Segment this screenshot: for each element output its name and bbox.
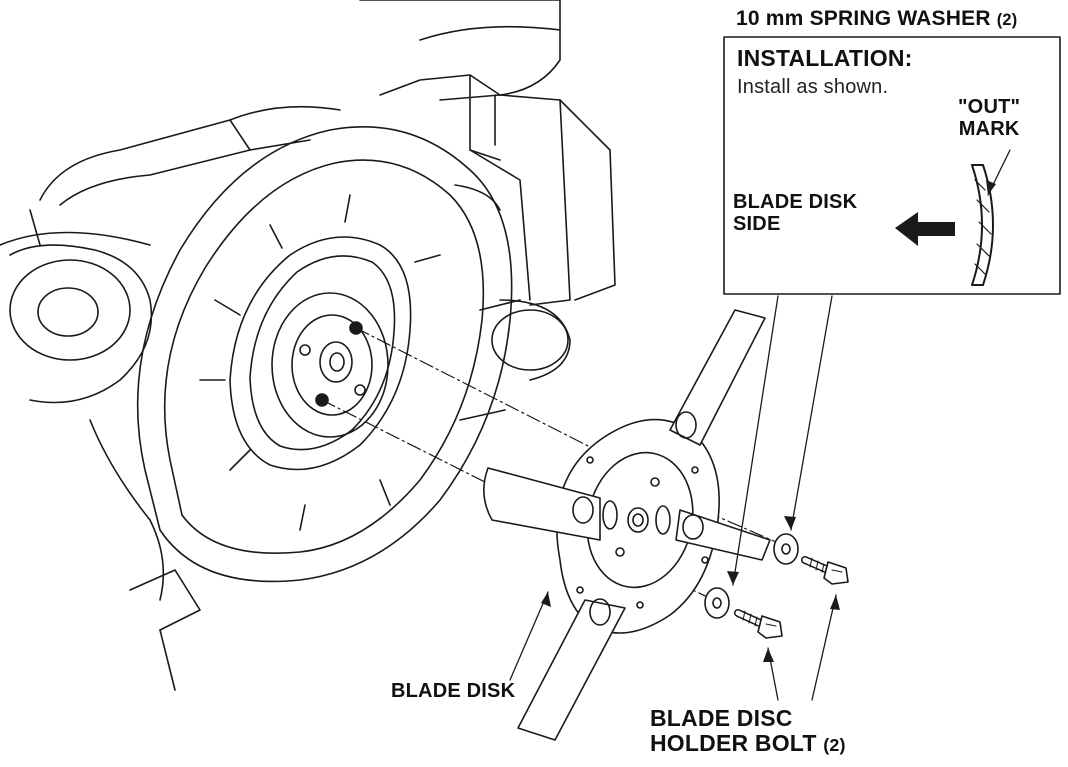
arrowheads — [541, 180, 996, 662]
spring-washer-lower — [704, 587, 730, 619]
holder-bolt-lower — [734, 609, 783, 639]
blade-disk-side-label: BLADE DISK SIDE — [733, 191, 858, 235]
blade-disk-label: BLADE DISK — [391, 680, 516, 702]
holder-bolt-upper — [801, 556, 849, 585]
leader-lines — [509, 149, 1011, 701]
tine-shroud — [136, 126, 521, 583]
machine-body — [0, 0, 616, 691]
installation-detail-box — [723, 36, 1061, 295]
arrow-left-icon — [895, 212, 955, 246]
blade-disk — [483, 309, 771, 741]
hub-plate — [229, 236, 412, 471]
spring-washer-upper — [773, 533, 799, 565]
out-mark-label: "OUT" MARK — [958, 96, 1021, 140]
installation-title: INSTALLATION: — [737, 45, 913, 71]
holder-bolt-label: BLADE DISC HOLDER BOLT (2) — [650, 705, 846, 757]
spring-washer-label: 10 mm SPRING WASHER (2) — [736, 7, 1018, 30]
installation-instruction: Install as shown. — [737, 76, 889, 98]
